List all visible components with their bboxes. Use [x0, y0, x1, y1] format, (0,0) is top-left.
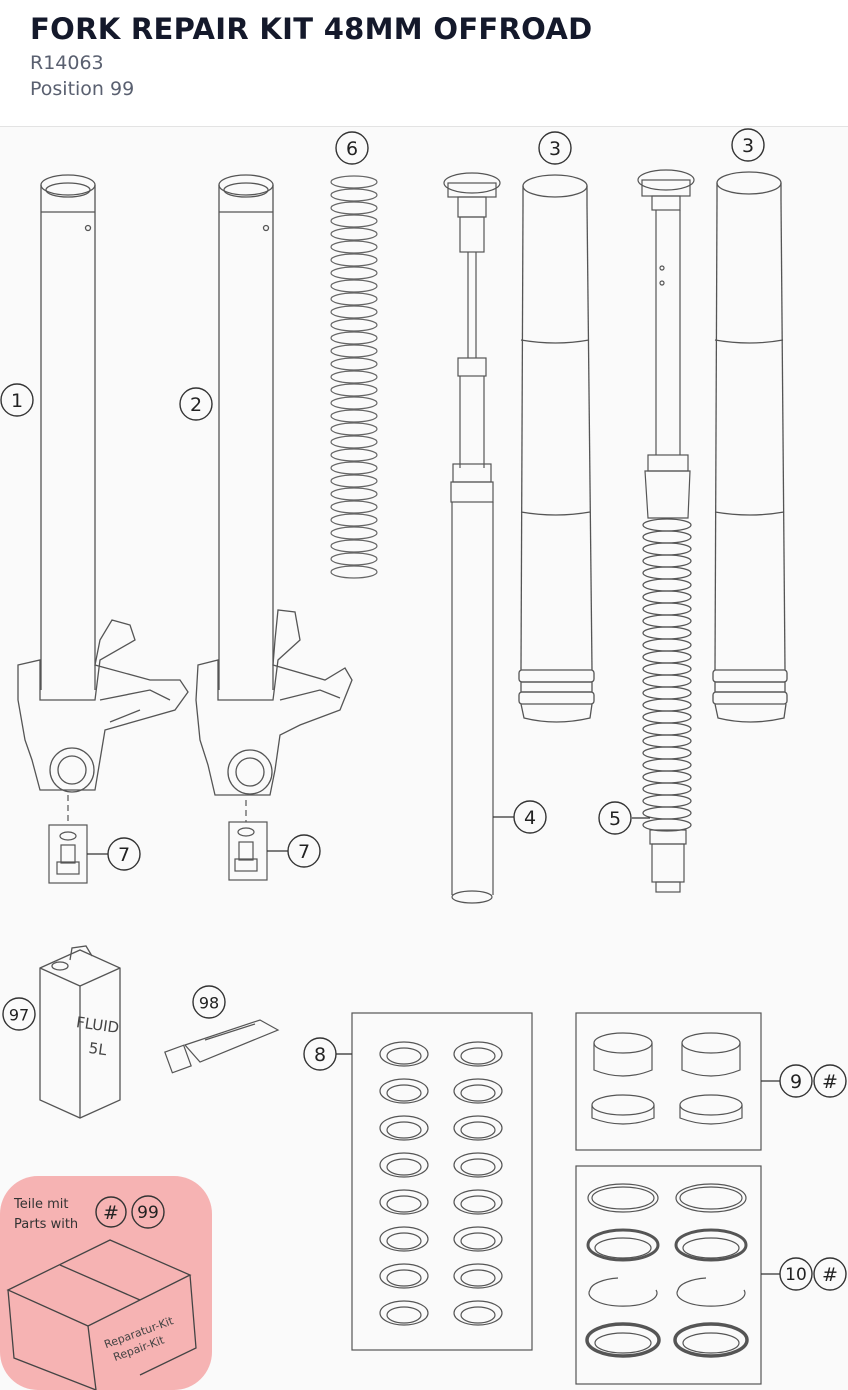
part-9-bushing-set [575, 1012, 762, 1151]
part-4-cartridge [443, 172, 501, 904]
callout-7a: 7 [107, 837, 141, 871]
exploded-parts-diagram: FLUID 5L [0, 127, 848, 1390]
svg-text:3: 3 [549, 138, 561, 160]
callout-10: 10 [779, 1257, 813, 1291]
part-97-fluid-can [39, 945, 121, 1119]
kit-highlight [0, 1176, 212, 1390]
callout-4: 4 [513, 800, 547, 834]
part-98-grease-tube [164, 1019, 280, 1074]
fluid-can-volume: 5L [88, 1039, 109, 1059]
callout-3b: 3 [731, 128, 765, 162]
svg-text:97: 97 [9, 1006, 29, 1025]
part-10-seal-kit [575, 1165, 762, 1385]
svg-text:1: 1 [11, 390, 23, 412]
part-2-outer-tube [195, 174, 353, 796]
svg-text:8: 8 [314, 1044, 326, 1066]
part-5-cartridge [637, 169, 695, 893]
kit-note-line2: Parts with [14, 1217, 78, 1232]
callout-7b: 7 [287, 834, 321, 868]
callout-9-hash: # [813, 1064, 847, 1098]
svg-text:4: 4 [524, 807, 536, 829]
callout-98: 98 [192, 985, 226, 1019]
callout-9: 9 [779, 1064, 813, 1098]
svg-text:#: # [822, 1264, 838, 1286]
svg-text:2: 2 [190, 394, 202, 416]
callout-8: 8 [303, 1037, 337, 1071]
page-title: FORK REPAIR KIT 48MM OFFROAD [30, 12, 593, 46]
part-1-outer-tube [17, 174, 189, 793]
page-header: FORK REPAIR KIT 48MM OFFROAD R14063 Posi… [0, 0, 848, 127]
part-6-spring [330, 175, 378, 579]
svg-text:7: 7 [298, 841, 310, 863]
svg-text:98: 98 [199, 994, 219, 1013]
kit-note-line1: Teile mit [13, 1197, 68, 1212]
callout-97: 97 [2, 997, 36, 1031]
callout-2: 2 [179, 387, 213, 421]
part-3-inner-tube-b [712, 171, 788, 723]
svg-text:#: # [822, 1071, 838, 1093]
callout-3a: 3 [538, 131, 572, 165]
leader-lines [87, 816, 780, 1275]
svg-text:10: 10 [785, 1265, 807, 1285]
svg-text:7: 7 [118, 844, 130, 866]
part-8-seal-set [351, 1012, 533, 1351]
repair-kit-box-icon [6, 1239, 197, 1390]
position-label: Position 99 [30, 78, 135, 100]
callout-1: 1 [0, 383, 34, 417]
repair-kit-note: Teile mit Parts with # 99 Reparatur-Kit … [0, 1176, 212, 1390]
callout-5: 5 [598, 801, 632, 835]
callout-6: 6 [335, 131, 369, 165]
fluid-can-label: FLUID [75, 1013, 120, 1037]
connector-lines [67, 795, 247, 825]
kit-note-number: 99 [137, 1203, 159, 1223]
svg-text:3: 3 [742, 135, 754, 157]
part-3-inner-tube-a [518, 174, 595, 723]
svg-text:9: 9 [790, 1071, 802, 1093]
svg-text:5: 5 [609, 808, 621, 830]
svg-text:6: 6 [346, 138, 358, 160]
kit-note-hash: # [103, 1202, 119, 1224]
callout-10-hash: # [813, 1257, 847, 1291]
part-number: R14063 [30, 52, 104, 74]
